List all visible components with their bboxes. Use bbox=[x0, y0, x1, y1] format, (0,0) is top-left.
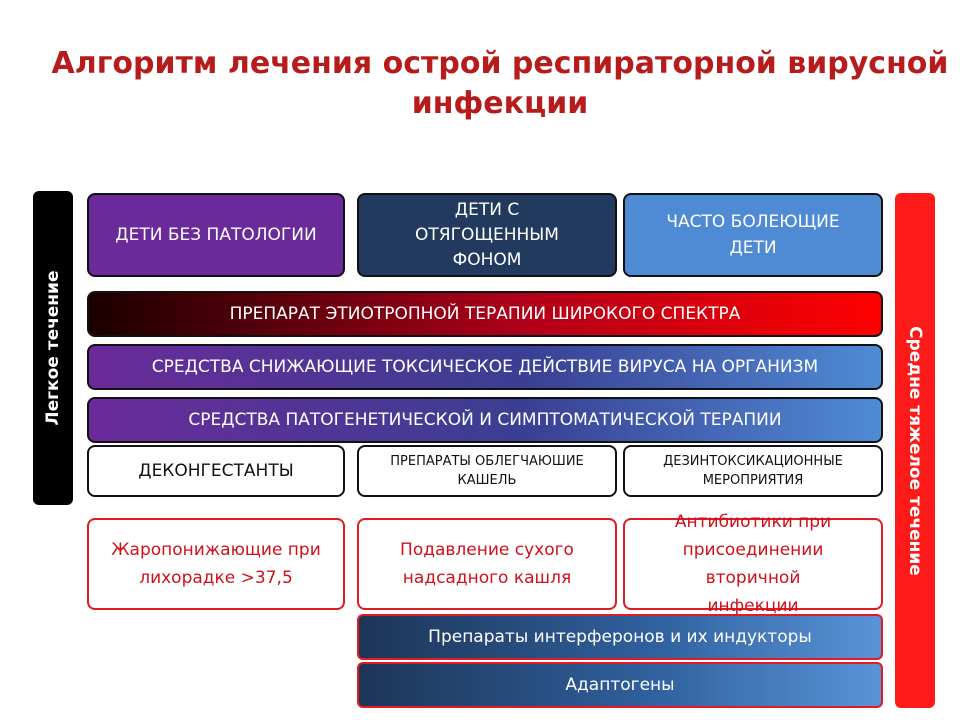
group-children-no-pathology: ДЕТИ БЕЗ ПАТОЛОГИИ bbox=[87, 193, 345, 277]
toxicity-reduction-row: СРЕДСТВА СНИЖАЮЩИЕ ТОКСИЧЕСКОЕ ДЕЙСТВИЕ … bbox=[87, 344, 883, 390]
interferon-row: Препараты интерферонов и их индукторы bbox=[357, 614, 883, 660]
group-often-ill-children: ЧАСТО БОЛЕЮЩИЕ ДЕТИ bbox=[623, 193, 883, 277]
cough-relief-label: ПРЕПАРАТЫ ОБЛЕГЧАЮШИЕ КАШЕЛЬ bbox=[390, 454, 584, 488]
slide-title-line-1: Алгоритм лечения острой респираторной ви… bbox=[51, 46, 949, 81]
pathogenetic-therapy-label: СРЕДСТВА ПАТОГЕНЕТИЧЕСКОЙ И СИМПТОМАТИЧЕ… bbox=[188, 410, 782, 430]
slide-title-line-2: инфекции bbox=[411, 86, 589, 121]
etiotropic-therapy-row: ПРЕПАРАТ ЭТИОТРОПНОЙ ТЕРАПИИ ШИРОКОГО СП… bbox=[87, 291, 883, 337]
mild-course-label: Легкое течение bbox=[43, 270, 63, 426]
group-children-no-pathology-label: ДЕТИ БЕЗ ПАТОЛОГИИ bbox=[115, 225, 317, 245]
detox-measures-box: ДЕЗИНТОКСИКАЦИОННЫЕ МЕРОПРИЯТИЯ bbox=[623, 445, 883, 497]
adaptogens-label: Адаптогены bbox=[565, 675, 675, 695]
detox-measures-label: ДЕЗИНТОКСИКАЦИОННЫЕ МЕРОПРИЯТИЯ bbox=[663, 454, 843, 488]
cough-relief-box: ПРЕПАРАТЫ ОБЛЕГЧАЮШИЕ КАШЕЛЬ bbox=[357, 445, 617, 497]
pathogenetic-therapy-row: СРЕДСТВА ПАТОГЕНЕТИЧЕСКОЙ И СИМПТОМАТИЧЕ… bbox=[87, 397, 883, 443]
moderate-course-label: Средне тяжелое течение bbox=[905, 325, 925, 576]
moderate-course-bar: Средне тяжелое течение bbox=[895, 193, 935, 708]
decongestants-label: ДЕКОНГЕСТАНТЫ bbox=[138, 461, 294, 481]
adaptogens-row: Адаптогены bbox=[357, 662, 883, 708]
etiotropic-therapy-label: ПРЕПАРАТ ЭТИОТРОПНОЙ ТЕРАПИИ ШИРОКОГО СП… bbox=[229, 304, 741, 324]
antibiotics-box: Антибиотики при присоединении вторичной … bbox=[623, 512, 883, 616]
cough-suppression-label: Подавление сухого надсадного кашля bbox=[400, 540, 574, 588]
group-children-burdened: ДЕТИ С ОТЯГОЩЕННЫМ ФОНОМ bbox=[357, 193, 617, 277]
cough-suppression-box: Подавление сухого надсадного кашля bbox=[357, 518, 617, 610]
antipyretics-box: Жаропонижающие при лихорадке >37,5 bbox=[87, 518, 345, 610]
interferon-label: Препараты интерферонов и их индукторы bbox=[428, 627, 812, 647]
group-often-ill-children-label: ЧАСТО БОЛЕЮЩИЕ ДЕТИ bbox=[666, 212, 840, 258]
antibiotics-label: Антибиотики при присоединении вторичной … bbox=[674, 512, 832, 616]
toxicity-reduction-label: СРЕДСТВА СНИЖАЮЩИЕ ТОКСИЧЕСКОЕ ДЕЙСТВИЕ … bbox=[151, 357, 819, 377]
mild-course-bar: Легкое течение bbox=[33, 191, 73, 505]
antipyretics-label: Жаропонижающие при лихорадке >37,5 bbox=[111, 540, 321, 588]
group-children-burdened-label: ДЕТИ С ОТЯГОЩЕННЫМ ФОНОМ bbox=[415, 199, 559, 270]
slide-title: Алгоритм лечения острой респираторной ви… bbox=[40, 44, 960, 124]
decongestants-box: ДЕКОНГЕСТАНТЫ bbox=[87, 445, 345, 497]
